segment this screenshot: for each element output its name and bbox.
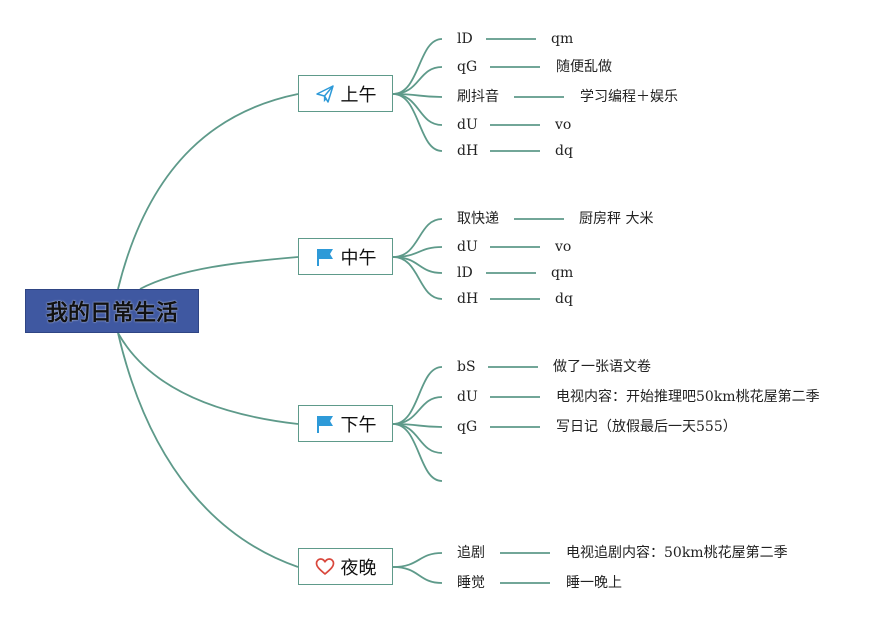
branch-link bbox=[392, 566, 443, 584]
item-key[interactable]: 追剧 bbox=[457, 545, 485, 561]
item-key[interactable]: 睡觉 bbox=[457, 575, 485, 591]
branch-label: 下午 bbox=[340, 414, 377, 436]
branch-link bbox=[392, 38, 443, 95]
item-key[interactable]: 刷抖音 bbox=[457, 89, 499, 105]
item-value[interactable]: 随便乱做 bbox=[556, 59, 612, 75]
branch-link bbox=[392, 552, 443, 568]
item-key[interactable]: 取快递 bbox=[457, 211, 499, 227]
root-node[interactable]: 我的日常生活 bbox=[25, 289, 199, 333]
item-value[interactable]: 做了一张语文卷 bbox=[553, 359, 651, 375]
root-link-evening bbox=[117, 332, 299, 568]
flag-icon bbox=[315, 247, 335, 267]
item-key[interactable]: bS bbox=[457, 359, 476, 375]
branch-afternoon[interactable]: 下午 bbox=[298, 405, 393, 442]
branch-noon[interactable]: 中午 bbox=[298, 238, 393, 275]
branch-link bbox=[392, 218, 443, 258]
item-value[interactable]: 厨房秤 大米 bbox=[579, 211, 654, 227]
branch-label: 夜晚 bbox=[340, 557, 377, 579]
root-link-afternoon bbox=[117, 332, 299, 425]
branch-link bbox=[392, 366, 443, 425]
branch-link bbox=[392, 256, 443, 300]
item-value[interactable]: 电视追剧内容：50km桃花屋第二季 bbox=[566, 545, 788, 561]
item-key[interactable]: lD bbox=[457, 31, 473, 47]
item-key[interactable]: dU bbox=[457, 239, 478, 255]
paper-plane-icon bbox=[315, 84, 335, 104]
branch-link bbox=[392, 396, 443, 425]
heart-icon bbox=[315, 557, 335, 577]
item-value[interactable]: vo bbox=[555, 239, 572, 255]
root-link-morning bbox=[117, 93, 299, 290]
item-value[interactable]: qm bbox=[551, 265, 574, 281]
item-key[interactable]: lD bbox=[457, 265, 473, 281]
item-key[interactable]: dH bbox=[457, 143, 479, 159]
branch-evening[interactable]: 夜晚 bbox=[298, 548, 393, 585]
branch-morning[interactable]: 上午 bbox=[298, 75, 393, 112]
item-key[interactable]: dU bbox=[457, 389, 478, 405]
item-key[interactable]: dU bbox=[457, 117, 478, 133]
item-value[interactable]: 睡一晚上 bbox=[566, 575, 622, 591]
branch-link bbox=[392, 423, 443, 482]
item-value[interactable]: 电视内容：开始推理吧50km桃花屋第二季 bbox=[556, 389, 820, 405]
root-link-noon bbox=[139, 256, 299, 290]
item-value[interactable]: dq bbox=[555, 143, 573, 159]
item-key[interactable]: qG bbox=[457, 59, 478, 75]
branch-link bbox=[392, 93, 443, 152]
item-key[interactable]: dH bbox=[457, 291, 479, 307]
branch-label: 上午 bbox=[340, 84, 377, 106]
item-key[interactable]: qG bbox=[457, 419, 478, 435]
branch-link bbox=[392, 256, 443, 274]
item-value[interactable]: dq bbox=[555, 291, 573, 307]
flag-icon bbox=[315, 414, 335, 434]
root-label: 我的日常生活 bbox=[45, 301, 178, 326]
branch-label: 中午 bbox=[340, 247, 377, 269]
item-value[interactable]: vo bbox=[555, 117, 572, 133]
item-value[interactable]: qm bbox=[551, 31, 574, 47]
item-value[interactable]: 学习编程＋娱乐 bbox=[580, 89, 678, 105]
item-value[interactable]: 写日记（放假最后一天555） bbox=[556, 419, 737, 435]
